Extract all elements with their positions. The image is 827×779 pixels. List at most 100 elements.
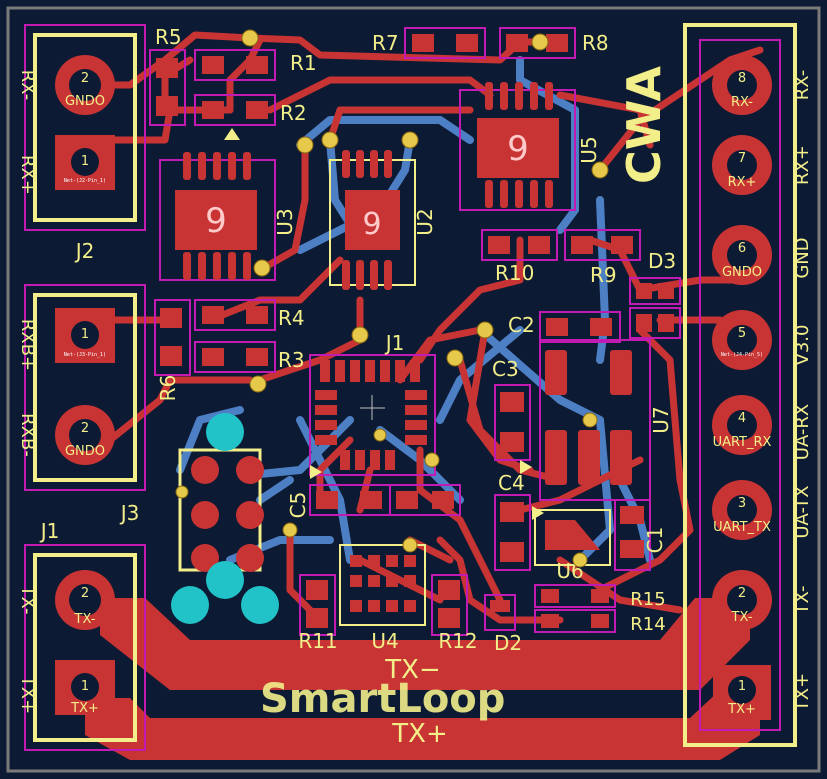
side-label: UA-TX — [792, 485, 813, 538]
pad-number: 3 — [738, 496, 746, 511]
side-label: TX- — [792, 586, 813, 616]
pad-net-label: GNDO — [65, 444, 105, 459]
resistor-r11: R11 — [298, 574, 338, 653]
j4-pin-1: 1 TX+ — [713, 665, 771, 720]
ic-u2: 9 U2 — [329, 150, 437, 290]
resistor-r15: R15 — [534, 584, 666, 610]
pad-net-label: UART_TX — [713, 520, 771, 535]
ref-r12: R12 — [438, 629, 477, 653]
pad-net-label: TX- — [731, 610, 753, 625]
pad-number: 7 — [738, 151, 746, 166]
resistor-r14: R14 — [534, 609, 666, 635]
pad-number: 2 — [81, 71, 89, 86]
ref-r1: R1 — [290, 51, 317, 75]
resistor-r13 — [629, 307, 681, 339]
resistor-r6: R6 — [154, 299, 191, 401]
j4-pin-3: 3 UART_TX — [712, 480, 772, 540]
npth-hole — [206, 413, 244, 451]
connector-outline — [683, 23, 797, 747]
pad-hole — [71, 148, 99, 176]
cwa-logo: CWA — [617, 66, 671, 184]
ref-j2: J2 — [74, 239, 95, 263]
resistor-r4: R4 — [194, 299, 305, 331]
pad-number: 1 — [81, 154, 89, 169]
pad-number: 5 — [738, 326, 746, 341]
ref-r15: R15 — [630, 589, 665, 610]
j4-pin-2: 2 TX- — [712, 570, 772, 630]
side-label: RX+ — [792, 145, 813, 185]
pad-net-label: UART_RX — [713, 435, 772, 450]
side-label-rxb-plus: RXB+ — [17, 319, 38, 371]
connector-outline — [33, 553, 137, 742]
j4-pin-6: 6 GNDO — [712, 225, 772, 285]
ref-u5: U5 — [577, 136, 601, 163]
prog-header — [171, 413, 279, 624]
side-label: GND — [792, 237, 813, 278]
npth-hole — [171, 586, 209, 624]
pad-hole — [71, 673, 99, 701]
bus-label-tx-plus: TX+ — [391, 719, 447, 749]
resistor-r12: R12 — [431, 574, 478, 653]
capacitor-c5: C5 — [286, 484, 391, 519]
ic-u6: U6 — [534, 509, 611, 583]
resistor-r1: R1 — [194, 49, 317, 81]
courtyard — [24, 544, 146, 751]
courtyard — [24, 24, 146, 231]
pad-net-label: TX+ — [70, 701, 99, 716]
courtyard — [699, 39, 781, 731]
pad-net-label: GNDO — [65, 94, 105, 109]
pad-net-label: RX- — [731, 95, 753, 110]
j4-pin-8: 8 RX- — [712, 55, 772, 115]
ref-c4: C4 — [498, 471, 525, 495]
connector-j3: 1 Net-(J3-Pin_1) 2 GNDO J3 RXB+ RXB- — [17, 284, 146, 525]
ref-u7: U7 — [649, 406, 673, 433]
pad-number: 2 — [738, 586, 746, 601]
resistor-r10: R10 — [481, 229, 558, 285]
pin1-markers — [224, 128, 544, 520]
capacitor-c6 — [389, 484, 461, 516]
pad-net-label: GNDO — [722, 265, 762, 280]
ref-r3: R3 — [278, 348, 305, 372]
ref-j1-module: J1 — [384, 331, 405, 355]
ref-d2: D2 — [494, 631, 522, 655]
bottom-silk-text: SmartLoop — [260, 676, 505, 722]
pad-net-label: Net-(J3-Pin_1) — [64, 352, 106, 358]
pad-net-label: Net-(J4-Pin_5) — [721, 352, 763, 358]
bus-label-tx-minus: TX− — [384, 655, 440, 685]
pad-hole — [69, 419, 101, 451]
smd-parts: R1 R2 R5 R7 R8 R10 R9 R4 R3 R6 C2 D3 C3 … — [149, 25, 681, 655]
side-label-rx-plus: RX+ — [17, 155, 38, 195]
ref-c5: C5 — [286, 492, 310, 519]
chip-mark: 9 — [205, 201, 227, 241]
j4-pin-5: 5 Net-(J4-Pin_5) — [712, 310, 772, 370]
connector-j1: 2 TX- 1 TX+ J1 TX- TX+ — [17, 519, 146, 751]
pad-number: 2 — [81, 586, 89, 601]
npth-hole — [241, 586, 279, 624]
ref-d3: D3 — [648, 249, 676, 273]
capacitor-c1: C1 — [614, 499, 667, 571]
board-edge — [6, 6, 821, 773]
side-label-tx-minus: TX- — [17, 585, 38, 615]
ref-u4: U4 — [371, 629, 398, 653]
ref-r7: R7 — [372, 31, 399, 55]
side-label-rxb-minus: RXB- — [17, 413, 38, 457]
ref-c1: C1 — [643, 527, 667, 554]
tx-plus-bus — [85, 690, 760, 760]
resistor-r7: R7 — [372, 27, 486, 59]
pad-net-label: TX+ — [727, 702, 756, 717]
module-qfn: J1 — [309, 331, 436, 476]
j4-pin-7: 7 RX+ — [712, 135, 772, 195]
ic-u5: 9 U5 — [459, 82, 601, 211]
side-label: TX+ — [792, 673, 813, 712]
ref-j3: J3 — [119, 501, 140, 525]
ref-j1: J1 — [39, 519, 60, 543]
npth-hole — [206, 561, 244, 599]
vias — [175, 29, 609, 568]
ref-c2: C2 — [508, 313, 535, 337]
courtyard — [24, 284, 146, 491]
origin-marker — [360, 395, 385, 420]
ref-r2: R2 — [280, 101, 307, 125]
capacitor-c3: C3 — [492, 357, 531, 461]
pad-hole — [69, 69, 101, 101]
